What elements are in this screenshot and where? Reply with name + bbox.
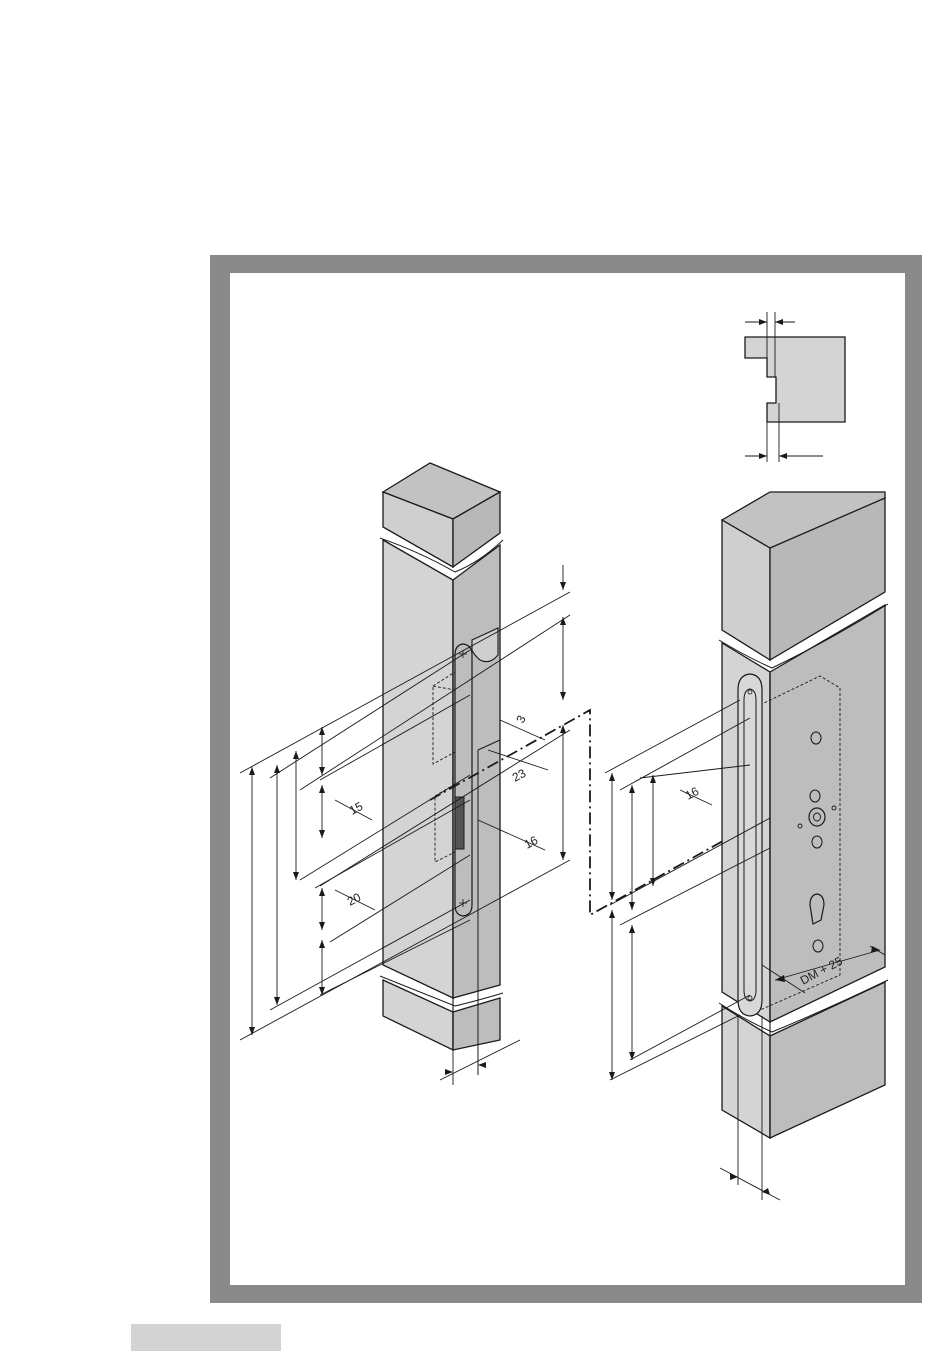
dim-label-20: 20: [345, 890, 364, 909]
dim-label-16-right: 16: [683, 784, 702, 803]
frame-profile-section: [745, 312, 845, 462]
footer-bar: [131, 1324, 281, 1351]
dim-label-3: 3: [513, 713, 529, 726]
dim-label-16-left: 16: [522, 833, 541, 852]
dim-label-23: 23: [510, 766, 529, 785]
left-post: [380, 463, 503, 1075]
right-post: [719, 492, 888, 1138]
